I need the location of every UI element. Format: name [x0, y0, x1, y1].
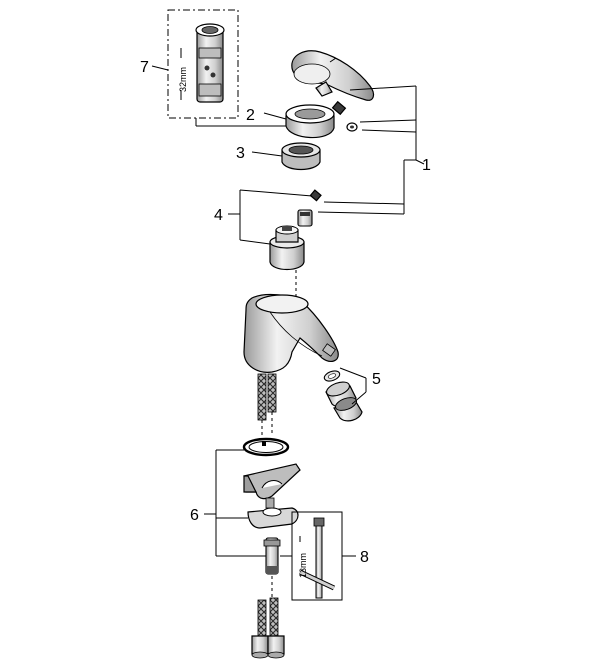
callout-4-bracket [228, 189, 313, 245]
key-13mm [298, 517, 336, 599]
fixing-washer-ring [242, 437, 290, 457]
callout-2-leader [263, 112, 287, 120]
callout-8: 8 [360, 549, 369, 566]
aerator [325, 381, 363, 422]
handle-cap [346, 122, 358, 132]
tool-width-label: 32mm [178, 67, 188, 92]
threaded-rod [263, 537, 281, 575]
key-width-label: 13mm [298, 553, 308, 578]
cartridge [269, 225, 305, 271]
callout-4: 4 [214, 207, 223, 224]
callout-7-leader [151, 65, 169, 71]
supply-hoses-upper [257, 373, 277, 436]
callout-2: 2 [246, 107, 255, 124]
callout-3: 3 [236, 145, 245, 162]
supply-hoses-lower [251, 597, 285, 659]
rubber-seal [243, 463, 301, 500]
faucet-body [243, 293, 339, 373]
support-plate [247, 497, 299, 529]
cover-sleeve [285, 104, 335, 139]
callout-1-bracket [317, 85, 425, 215]
callout-5-bracket [339, 367, 367, 405]
cartridge-screw-small [309, 189, 322, 202]
handle-screw [331, 100, 347, 116]
cartridge-adapter [297, 209, 313, 227]
callout-6: 6 [190, 507, 199, 524]
callout-7: 7 [140, 59, 149, 76]
aerator-washer [323, 370, 341, 382]
callout-1: 1 [422, 157, 431, 174]
locking-nut [281, 142, 321, 171]
key-13mm-group: 13mm [280, 511, 356, 601]
callout-5: 5 [372, 371, 381, 388]
tool-box [167, 9, 239, 119]
tool-32mm-group: 32mm 7 [140, 9, 239, 119]
callout-3-leader [251, 151, 283, 157]
tool-32mm [195, 23, 225, 103]
handle [291, 50, 375, 101]
callout-6-bracket [204, 449, 266, 557]
